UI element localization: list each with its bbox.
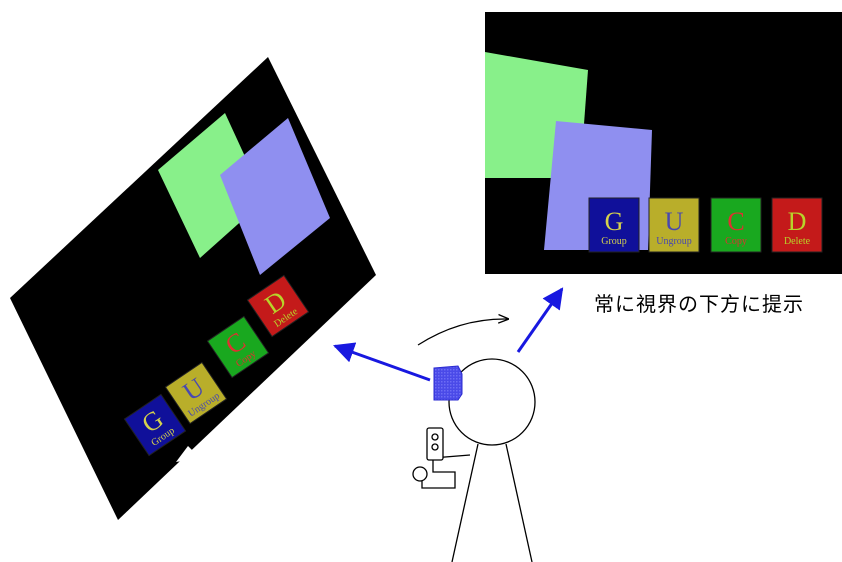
head-block-label: Group <box>601 236 627 247</box>
tilted-green-panel <box>158 113 265 258</box>
head-block-face <box>771 197 823 253</box>
tilted-block-face <box>206 315 270 379</box>
head-turn-arrow <box>417 319 508 346</box>
tilted-screen: G Group U Ungroup C Copy D Delete <box>10 57 376 520</box>
head-block-letter: C <box>727 207 744 236</box>
head-block-label: Ungroup <box>656 236 692 247</box>
user-figure <box>412 358 536 562</box>
head-block-letter: D <box>788 207 807 236</box>
user-head <box>448 358 536 446</box>
head-block-letter: U <box>665 207 684 236</box>
head-block-label: Delete <box>784 236 811 247</box>
tilted-block-ungroup: U Ungroup <box>164 361 228 425</box>
tilted-block-group: G Group <box>123 393 187 457</box>
tilted-block-copy: C Copy <box>206 315 270 379</box>
gaze-arrow-left <box>333 342 431 382</box>
head-block-letter: G <box>605 207 624 236</box>
head-block-face <box>648 197 700 253</box>
user-hand <box>412 466 428 482</box>
pointer-cursor-icon <box>176 446 200 462</box>
tilted-block-face <box>164 361 228 425</box>
head-block-ungroup: U Ungroup <box>648 197 700 253</box>
head-mounted-display-icon <box>433 365 463 401</box>
tilted-block-delete: D Delete <box>246 274 310 338</box>
head-block-face <box>710 197 762 253</box>
tilted-blue-panel <box>220 118 330 275</box>
head-fixed-screen: G Group U Ungroup C Copy D Delete <box>485 12 842 274</box>
tilted-block-face <box>123 393 187 457</box>
tilted-screen-background <box>10 57 376 520</box>
user-body <box>451 443 533 562</box>
head-block-group: G Group <box>588 197 640 253</box>
head-block-face <box>588 197 640 253</box>
controller-button-bottom <box>431 443 439 451</box>
head-block-copy: C Copy <box>710 197 762 253</box>
caption-text: 常に視界の下方に提示 <box>594 292 804 316</box>
controller-button-top <box>431 433 439 441</box>
tilted-block-face <box>246 274 310 338</box>
gaze-arrow-up <box>516 287 564 353</box>
head-block-delete: D Delete <box>771 197 823 253</box>
head-block-label: Copy <box>725 236 747 247</box>
